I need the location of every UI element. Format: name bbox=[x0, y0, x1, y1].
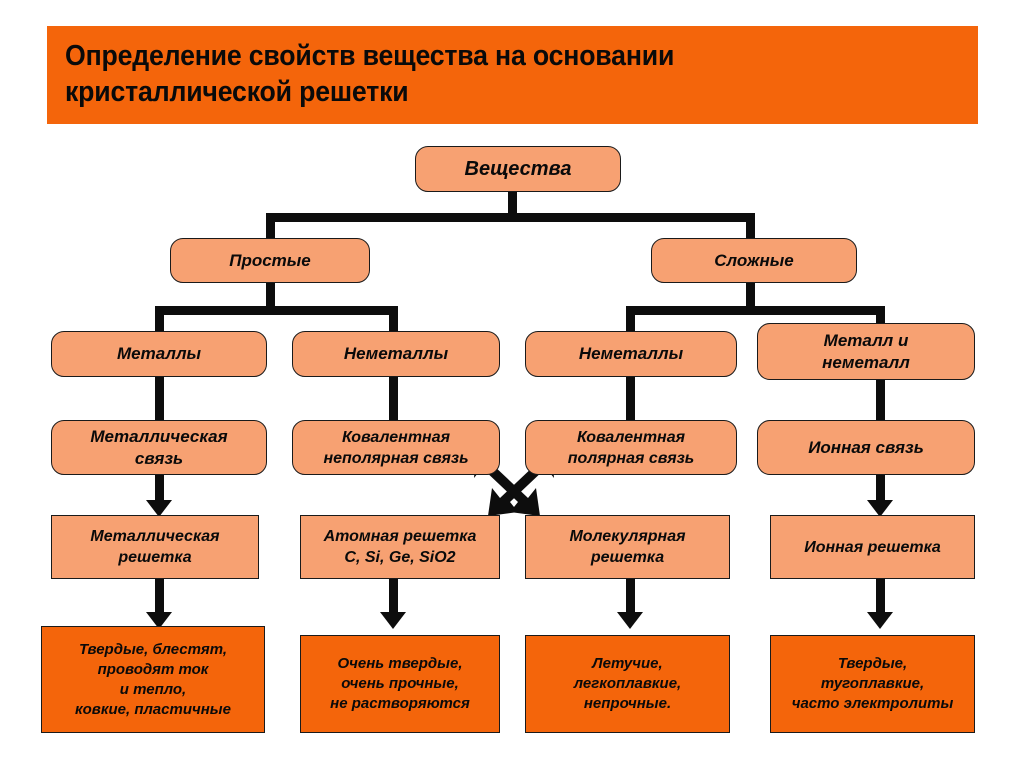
arrowhead-ionic-props bbox=[867, 612, 893, 629]
node-slozhnye[interactable]: Сложные bbox=[651, 238, 857, 283]
connector-metal-lattice-to-props bbox=[155, 578, 164, 618]
title-banner: Определение свойств вещества на основани… bbox=[47, 26, 978, 124]
node-label: Летучие, легкоплавкие, непрочные. bbox=[573, 655, 682, 712]
connector-level3-right-bus bbox=[626, 306, 885, 315]
connector-nemetally2-to-bond bbox=[626, 375, 635, 420]
node-ionnaya-reshetka[interactable]: Ионная решетка bbox=[770, 515, 975, 579]
connector-atomic-lattice-to-props bbox=[389, 578, 398, 618]
node-label: Молекулярная решетка bbox=[569, 528, 686, 566]
connector-nemetally1-to-bond bbox=[389, 375, 398, 420]
node-label: Ионная решетка bbox=[804, 538, 941, 556]
node-metallicheskaya-reshetka[interactable]: Металлическая решетка bbox=[51, 515, 259, 579]
connector-slozhnye-stem bbox=[746, 281, 755, 311]
node-label: Простые bbox=[229, 250, 311, 270]
node-label: Металлическая связь bbox=[90, 426, 228, 468]
node-label: Неметаллы bbox=[343, 344, 449, 363]
connector-level3-left-bus bbox=[155, 306, 398, 315]
connector-nemetally2-drop bbox=[626, 306, 635, 333]
node-label: Вещества bbox=[464, 157, 572, 180]
connector-metally-to-bond bbox=[155, 375, 164, 420]
node-label: Металл и неметалл bbox=[822, 330, 910, 372]
node-veshchestva[interactable]: Вещества bbox=[415, 146, 621, 192]
arrowhead-ionic-lattice bbox=[867, 500, 893, 517]
node-metally[interactable]: Металлы bbox=[51, 331, 267, 377]
arrowhead-atomic-props bbox=[380, 612, 406, 629]
node-label: Металлы bbox=[116, 344, 202, 363]
page-title: Определение свойств вещества на основани… bbox=[65, 40, 675, 108]
connector-prostye-stem bbox=[266, 281, 275, 311]
connector-ionic-bond-to-lattice bbox=[876, 472, 885, 505]
connector-molecular-lattice-to-props bbox=[626, 578, 635, 618]
node-metallicheskaya-svyaz[interactable]: Металлическая связь bbox=[51, 420, 267, 475]
node-molekulyarnaya-reshetka[interactable]: Молекулярная решетка bbox=[525, 515, 730, 579]
node-props-ionic[interactable]: Твердые, тугоплавкие, часто электролиты bbox=[770, 635, 975, 733]
connector-level2-bus bbox=[266, 213, 755, 222]
node-kovalentnaya-nepolyarnaya-svyaz[interactable]: Ковалентная неполярная связь bbox=[292, 420, 500, 475]
node-metall-i-nemetall[interactable]: Металл и неметалл bbox=[757, 323, 975, 380]
node-prostye[interactable]: Простые bbox=[170, 238, 370, 283]
node-atomnaya-reshetka[interactable]: Атомная решетка C, Si, Ge, SiO2 bbox=[300, 515, 500, 579]
connector-level2-right-drop bbox=[746, 213, 755, 242]
node-nemetally-simple[interactable]: Неметаллы bbox=[292, 331, 500, 377]
node-props-metallic[interactable]: Твердые, блестят, проводят ток и тепло, … bbox=[41, 626, 265, 733]
node-label: Ковалентная полярная связь bbox=[567, 428, 695, 467]
node-label: Металлическая решетка bbox=[90, 528, 220, 566]
arrowhead-metal-props bbox=[146, 612, 172, 629]
connector-metally-drop bbox=[155, 306, 164, 333]
connector-metall-nemetall-drop bbox=[876, 306, 885, 333]
node-label: Атомная решетка C, Si, Ge, SiO2 bbox=[323, 528, 477, 566]
node-label: Сложные bbox=[714, 250, 794, 270]
connector-nemetally1-drop bbox=[389, 306, 398, 333]
node-props-atomic[interactable]: Очень твердые, очень прочные, не раствор… bbox=[300, 635, 500, 733]
node-label: Твердые, тугоплавкие, часто электролиты bbox=[791, 655, 954, 712]
node-ionnaya-svyaz[interactable]: Ионная связь bbox=[757, 420, 975, 475]
node-label: Твердые, блестят, проводят ток и тепло, … bbox=[75, 640, 231, 718]
node-label: Очень твердые, очень прочные, не раствор… bbox=[330, 655, 470, 712]
node-kovalentnaya-polyarnaya-svyaz[interactable]: Ковалентная полярная связь bbox=[525, 420, 737, 475]
node-props-molecular[interactable]: Летучие, легкоплавкие, непрочные. bbox=[525, 635, 730, 733]
connector-level2-left-drop bbox=[266, 213, 275, 242]
node-label: Неметаллы bbox=[578, 344, 684, 363]
node-nemetally-complex[interactable]: Неметаллы bbox=[525, 331, 737, 377]
connector-ionic-lattice-to-props bbox=[876, 578, 885, 618]
arrowhead-metal-lattice bbox=[146, 500, 172, 517]
node-label: Ковалентная неполярная связь bbox=[323, 428, 469, 467]
connector-root-stem bbox=[508, 190, 517, 218]
connector-metall-nemetall-to-bond bbox=[876, 375, 885, 420]
node-label: Ионная связь bbox=[808, 437, 924, 457]
arrowhead-molecular-props bbox=[617, 612, 643, 629]
connector-metal-bond-to-lattice bbox=[155, 472, 164, 505]
